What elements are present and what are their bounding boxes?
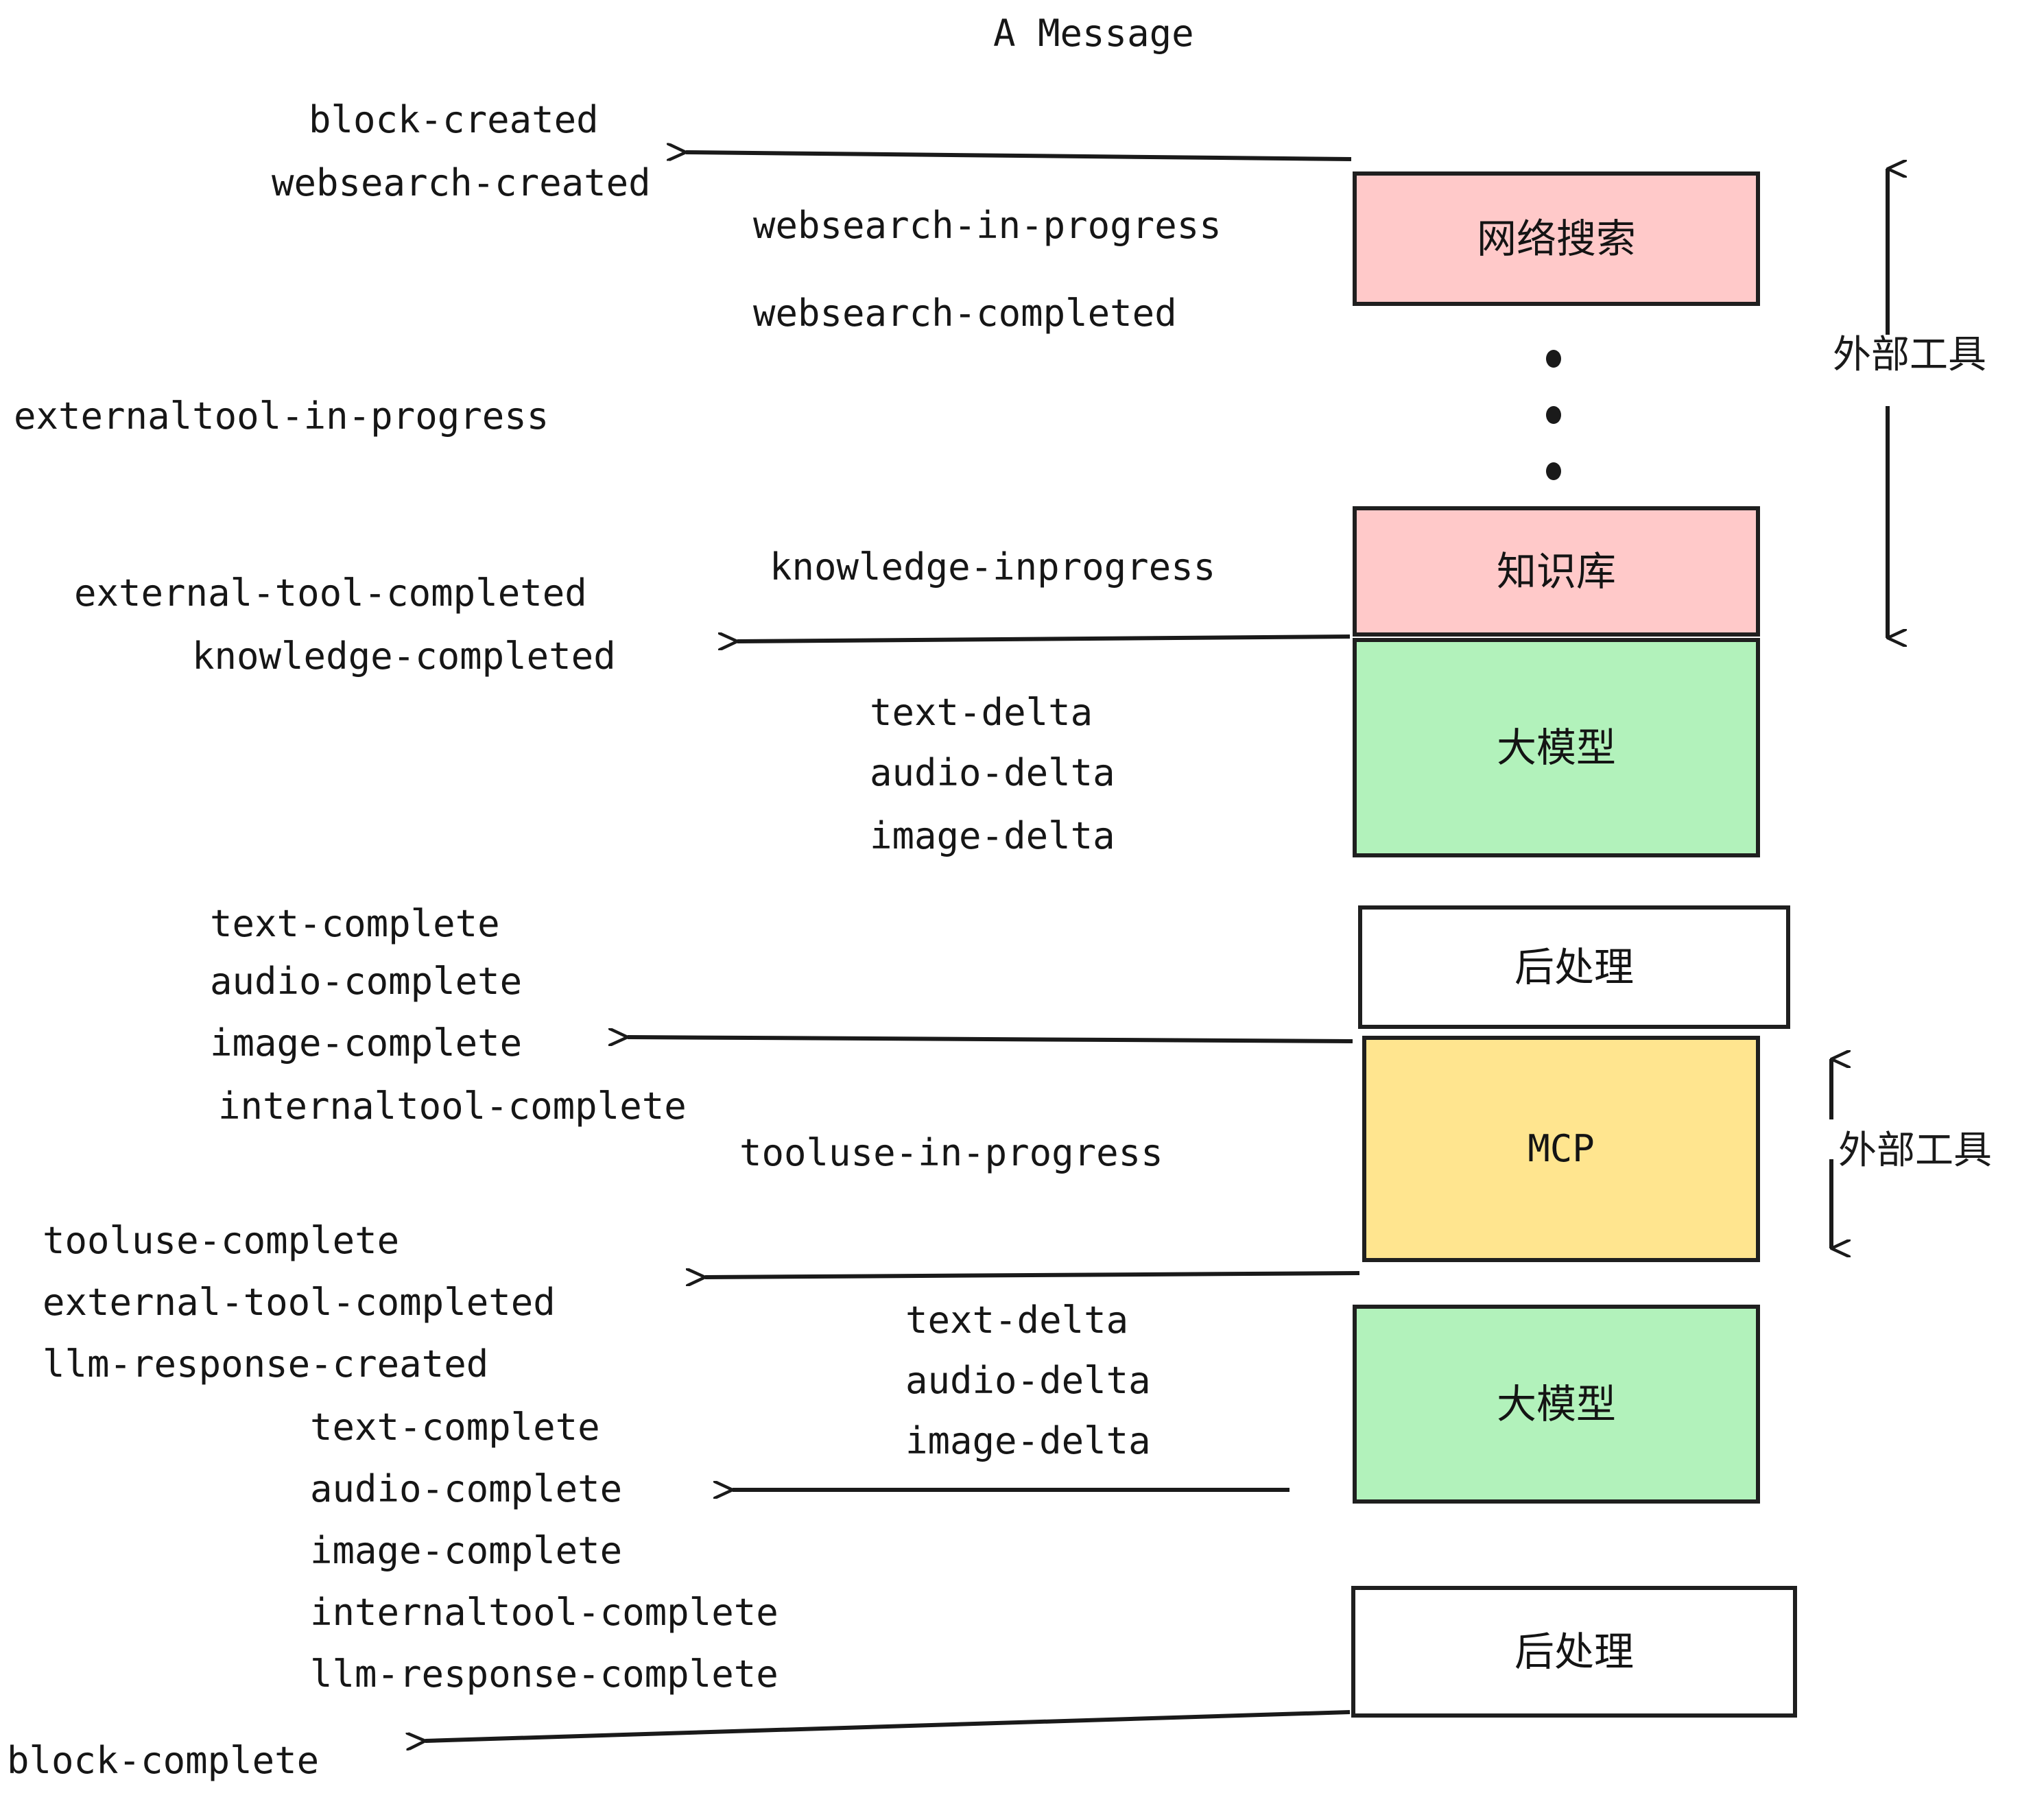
event-label-llm-response-created: llm-response-created — [43, 1342, 489, 1386]
side-annotation-external-tools-lower: 外部工具 — [1838, 1128, 1992, 1173]
event-label-internaltool-complete-1: internaltool-complete — [218, 1084, 687, 1128]
box-postprocess-upper: 后处理 — [1358, 905, 1790, 1029]
box-postprocess-lower: 后处理 — [1351, 1586, 1797, 1718]
arrow-mcp-to-tooluse-complete — [705, 1273, 1360, 1277]
box-mcp: MCP — [1362, 1036, 1760, 1262]
arrow-websearch-to-block-created — [686, 152, 1352, 159]
box-label-postprocess-lower: 后处理 — [1514, 1628, 1634, 1675]
box-label-llm-lower: 大模型 — [1496, 1381, 1616, 1427]
box-web-search: 网络搜索 — [1353, 171, 1760, 306]
event-label-audio-delta-1: audio-delta — [870, 751, 1115, 794]
ellipsis-dot — [1546, 406, 1561, 424]
event-label-websearch-created: websearch-created — [272, 161, 651, 204]
event-label-websearch-in-progress: websearch-in-progress — [753, 204, 1222, 247]
event-label-llm-response-complete: llm-response-complete — [310, 1652, 779, 1696]
event-label-text-delta-2: text-delta — [905, 1298, 1129, 1342]
event-label-image-delta-1: image-delta — [870, 814, 1115, 857]
event-label-tooluse-in-progress: tooluse-in-progress — [739, 1131, 1163, 1174]
box-knowledge-base: 知识库 — [1353, 506, 1760, 637]
arrow-knowledge-to-completed — [737, 637, 1351, 641]
event-label-tooluse-complete: tooluse-complete — [43, 1219, 400, 1262]
event-label-image-complete-2: image-complete — [310, 1529, 623, 1572]
event-label-text-complete-1: text-complete — [210, 902, 500, 945]
box-llm-upper: 大模型 — [1353, 638, 1760, 857]
box-label-llm-upper: 大模型 — [1496, 724, 1616, 771]
event-label-knowledge-completed: knowledge-completed — [192, 634, 616, 678]
box-llm-lower: 大模型 — [1353, 1305, 1760, 1504]
vertical-ellipsis-icon — [1543, 350, 1564, 480]
page-title: A Message — [993, 12, 1194, 55]
event-label-audio-complete-2: audio-complete — [310, 1467, 623, 1510]
event-label-image-delta-2: image-delta — [905, 1419, 1151, 1462]
event-label-external-tool-completed-2: external-tool-completed — [43, 1281, 556, 1324]
box-label-knowledge-base: 知识库 — [1496, 548, 1616, 595]
ellipsis-dot — [1546, 462, 1561, 480]
event-label-block-complete: block-complete — [7, 1739, 320, 1782]
event-label-text-complete-2: text-complete — [310, 1405, 600, 1449]
event-label-internaltool-complete-2: internaltool-complete — [310, 1591, 779, 1634]
side-annotation-external-tools-upper: 外部工具 — [1833, 333, 1986, 377]
event-label-image-complete-1: image-complete — [210, 1021, 523, 1065]
event-label-block-created: block-created — [309, 98, 599, 141]
ellipsis-dot — [1546, 350, 1561, 368]
event-label-websearch-completed: websearch-completed — [753, 292, 1177, 335]
event-label-external-tool-completed-1: external-tool-completed — [74, 571, 587, 615]
box-label-mcp: MCP — [1528, 1127, 1595, 1170]
event-label-audio-complete-1: audio-complete — [210, 960, 523, 1003]
box-label-postprocess-upper: 后处理 — [1514, 944, 1634, 990]
event-label-knowledge-inprogress: knowledge-inprogress — [770, 545, 1216, 589]
event-label-audio-delta-2: audio-delta — [905, 1359, 1151, 1402]
event-label-text-delta-1: text-delta — [870, 691, 1093, 734]
event-label-externaltool-in-progress: externaltool-in-progress — [14, 394, 549, 438]
arrow-postprocess-to-block-complete — [425, 1710, 1351, 1741]
arrow-postprocess-to-image-complete — [628, 1037, 1353, 1041]
box-label-web-search: 网络搜索 — [1476, 215, 1636, 262]
